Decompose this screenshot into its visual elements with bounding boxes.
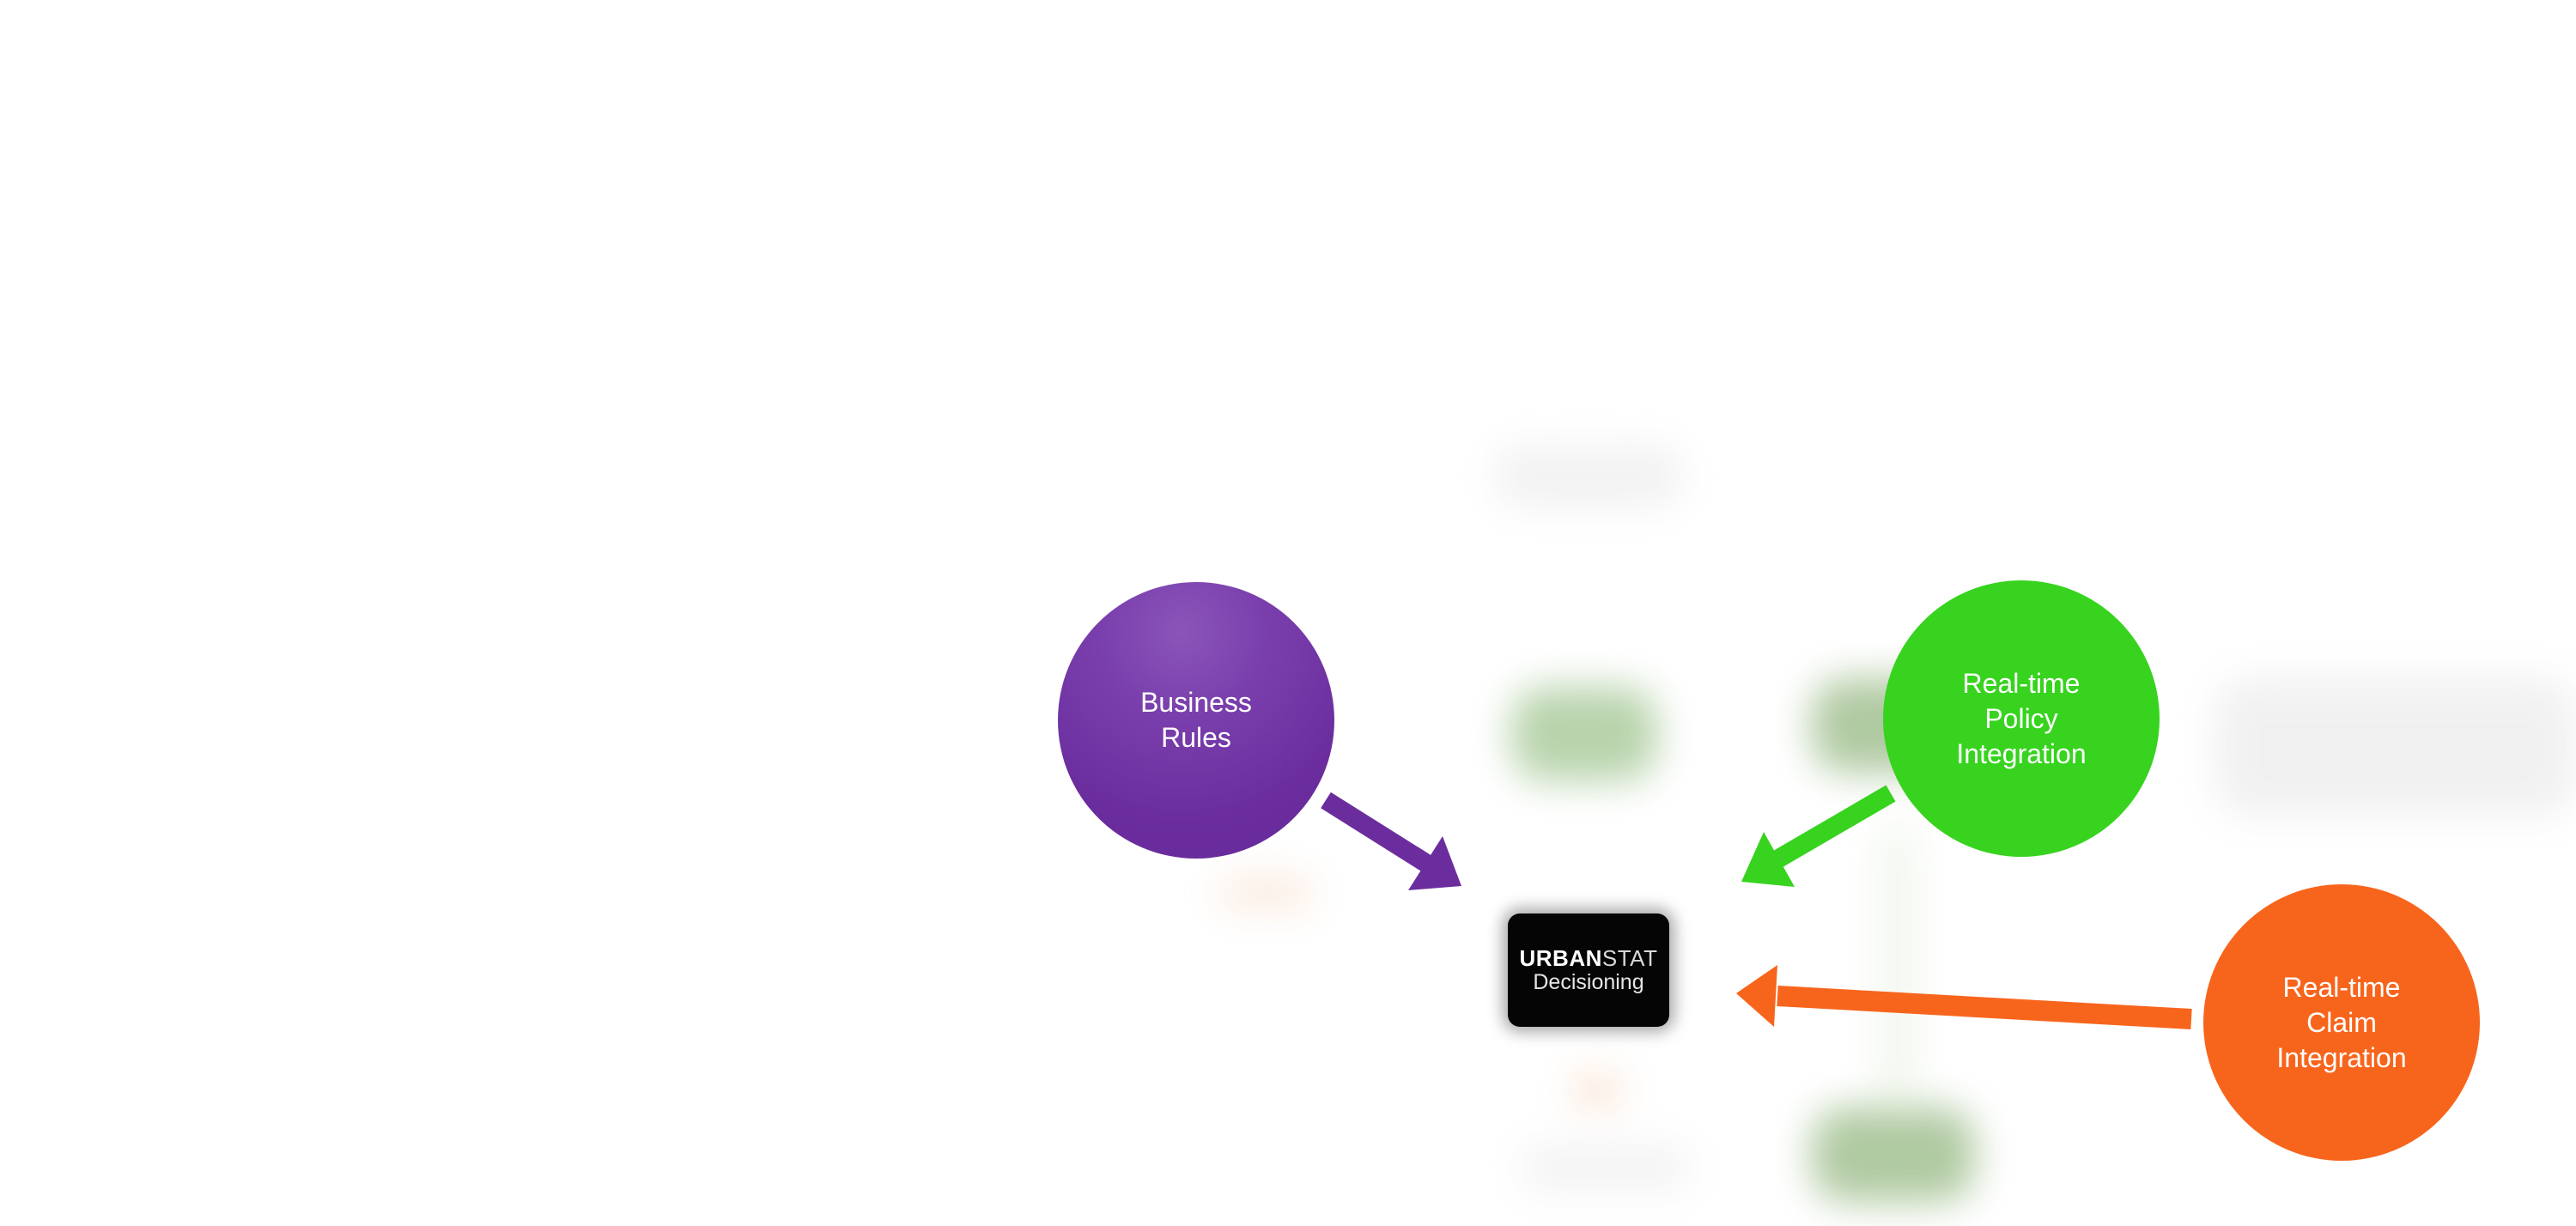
brand-logo: URBANSTAT: [1520, 946, 1658, 970]
blurred-shape: [1494, 446, 1683, 507]
arrow-business-rules: [1321, 792, 1461, 890]
claim-integration-node: Real-time Claim Integration: [2203, 884, 2480, 1161]
business-rules-label: Business Rules: [1140, 687, 1252, 753]
arrow-claim-integration: [1736, 965, 2192, 1029]
decisioning-label: Decisioning: [1533, 970, 1644, 994]
brand-bold-text: URBAN: [1519, 945, 1602, 971]
blurred-shape: [1571, 1073, 1623, 1108]
blurred-shape: [1511, 687, 1657, 781]
policy-integration-label: Real-time Policy Integration: [1956, 667, 2087, 769]
business-rules-node: Business Rules: [1058, 582, 1334, 859]
blurred-shape: [1812, 1108, 1975, 1202]
arrow-policy-integration: [1741, 785, 1896, 887]
blurred-shape: [1520, 1142, 1692, 1193]
blurred-shape: [1219, 876, 1314, 910]
blurred-shape: [2215, 678, 2576, 816]
policy-integration-node: Real-time Policy Integration: [1883, 580, 2160, 857]
brand-light-text: STAT: [1601, 945, 1658, 971]
urbanstat-decisioning-box: URBANSTAT Decisioning: [1508, 913, 1669, 1027]
blurred-shape: [1880, 824, 1915, 1108]
claim-integration-label: Real-time Claim Integration: [2276, 971, 2407, 1073]
